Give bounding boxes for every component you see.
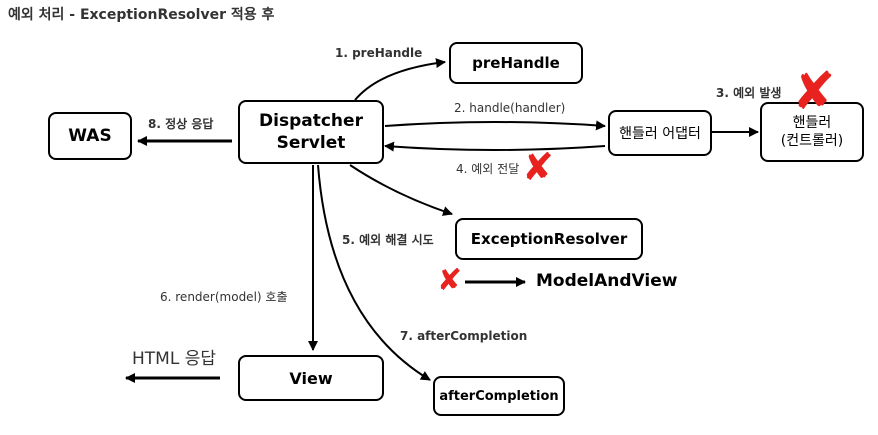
arrow-handle [384, 120, 606, 131]
handler-adapter-label: 핸들러 어댑터 [619, 126, 701, 142]
step7-label: 7. afterCompletion [400, 329, 528, 343]
dispatcher-servlet-box: Dispatcher Servlet [238, 100, 384, 164]
diagram-title: 예외 처리 - ExceptionResolver 적용 후 [8, 7, 275, 23]
arrow-prehandle [354, 58, 446, 101]
step4-label: 4. 예외 전달 [456, 162, 520, 176]
arrow-aftercompletion [317, 164, 431, 381]
html-response-label: HTML 응답 [132, 349, 216, 369]
modelandview-label: ModelAndView [536, 271, 678, 291]
handler-label: 핸들러 (컨트롤러) [780, 114, 844, 149]
view-label: View [289, 368, 333, 388]
step8-label: 8. 정상 응답 [148, 117, 214, 131]
view-box: View [238, 355, 384, 401]
step1-label: 1. preHandle [335, 46, 423, 60]
arrow-exception-return [384, 141, 606, 152]
prehandle-box: preHandle [449, 42, 583, 84]
handler-adapter-box: 핸들러 어댑터 [608, 110, 712, 156]
prehandle-label: preHandle [472, 54, 560, 72]
cross-icon-exception-return: ✘ [522, 145, 554, 189]
was-box: WAS [48, 112, 132, 160]
step6-label: 6. render(model) 호출 [160, 290, 288, 304]
exception-resolver-box: ExceptionResolver [455, 218, 643, 260]
cross-icon-modelandview: ✘ [437, 263, 463, 298]
arrow-resolver [349, 164, 453, 216]
step5-label: 5. 예외 해결 시도 [342, 233, 434, 247]
dispatcher-servlet-label: Dispatcher Servlet [259, 110, 363, 153]
step3-label: 3. 예외 발생 [716, 86, 782, 100]
exception-resolver-label: ExceptionResolver [470, 230, 628, 248]
step2-label: 2. handle(handler) [454, 101, 566, 115]
handler-box: 핸들러 (컨트롤러) [760, 102, 864, 162]
cross-icon-handler: ✘ [792, 62, 836, 122]
aftercompletion-label: afterCompletion [439, 388, 559, 404]
aftercompletion-box: afterCompletion [433, 376, 565, 416]
was-label: WAS [68, 126, 112, 146]
